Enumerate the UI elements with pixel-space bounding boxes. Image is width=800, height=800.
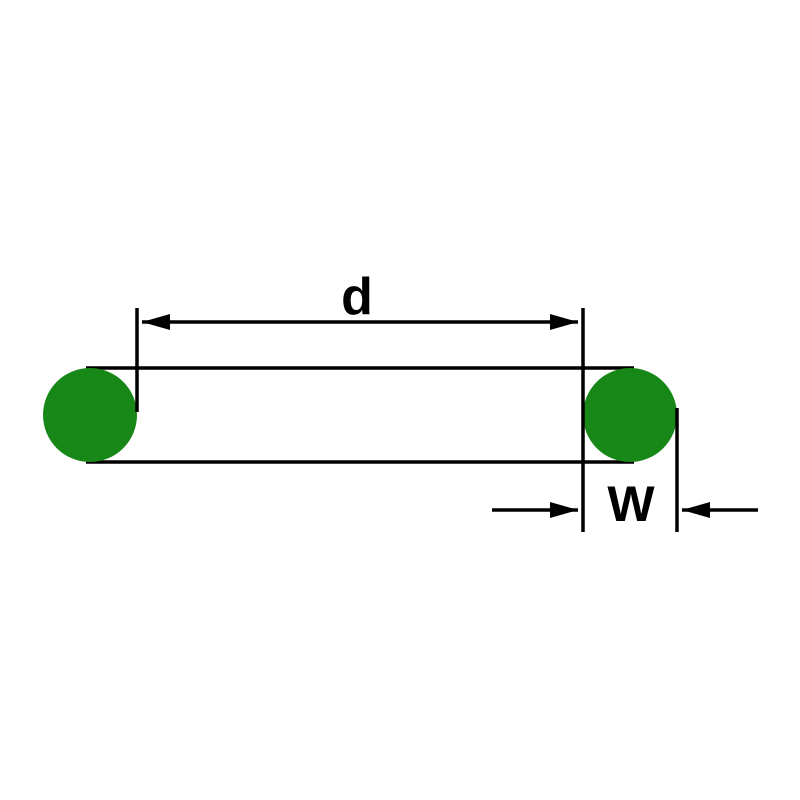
o-ring-cross-section-left: [43, 368, 137, 462]
w-dimension-label: W: [607, 476, 655, 532]
o-ring-cross-section-right: [583, 368, 677, 462]
d-dimension-label: d: [341, 268, 373, 326]
